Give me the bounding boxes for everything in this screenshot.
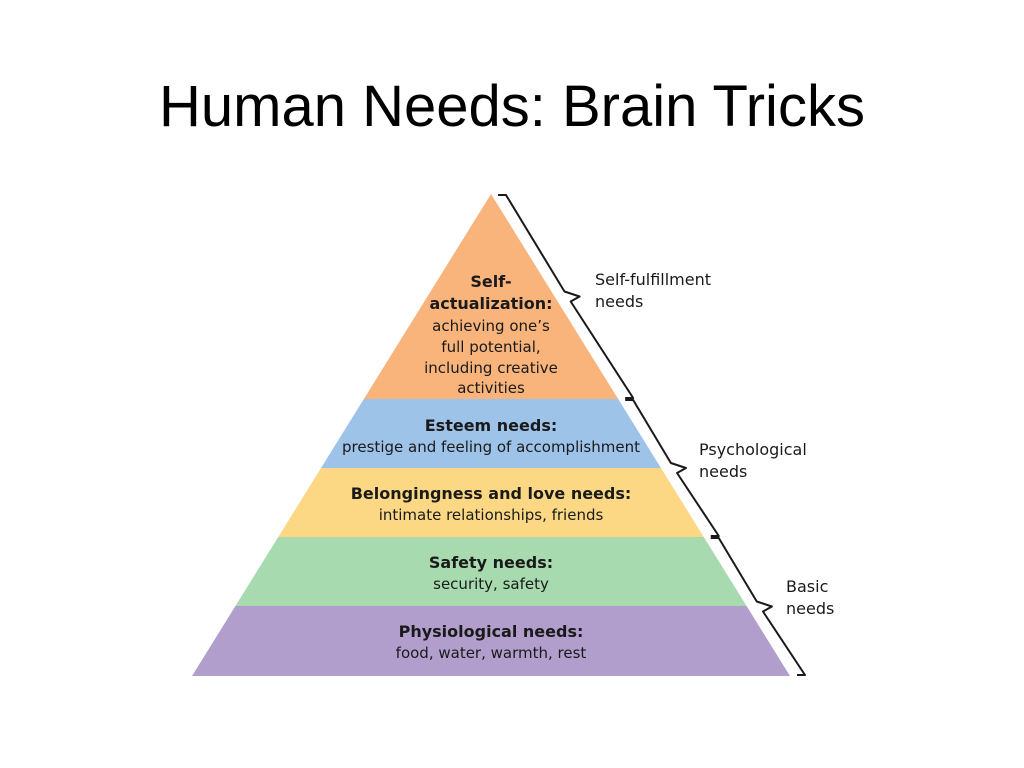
pyramid-level-physiological xyxy=(192,606,790,676)
safety-title: Safety needs: xyxy=(429,553,553,572)
belongingness-title: Belongingness and love needs: xyxy=(351,484,632,503)
safety-description: security, safety xyxy=(433,575,549,593)
self-fulfillment-label: Self-fulfillment xyxy=(595,270,711,289)
slide-title: Human Needs: Brain Tricks xyxy=(159,74,865,139)
pyramid-level-esteem xyxy=(321,399,661,468)
belongingness-description: intimate relationships, friends xyxy=(379,506,604,524)
self-actualization-title: actualization: xyxy=(429,294,552,313)
esteem-description: prestige and feeling of accomplishment xyxy=(342,438,640,456)
self-actualization-description: including creative xyxy=(424,359,558,377)
psychological-bracket xyxy=(625,399,720,537)
physiological-title: Physiological needs: xyxy=(399,622,584,641)
pyramid-level-self-actualization xyxy=(363,194,619,399)
physiological-description: food, water, warmth, rest xyxy=(396,644,587,662)
self-fulfillment-label: needs xyxy=(595,292,643,311)
basic-label: Basic xyxy=(786,577,828,596)
self-actualization-description: achieving one’s xyxy=(432,317,550,335)
pyramid-level-safety xyxy=(235,537,747,606)
self-fulfillment-bracket xyxy=(498,194,635,399)
self-actualization-description: activities xyxy=(457,379,525,397)
psychological-label: needs xyxy=(699,462,747,481)
basic-bracket xyxy=(710,537,806,676)
basic-label: needs xyxy=(786,599,834,618)
self-actualization-title: Self- xyxy=(470,272,511,291)
pyramid-level-belongingness xyxy=(278,468,704,537)
psychological-label: Psychological xyxy=(699,440,807,459)
esteem-title: Esteem needs: xyxy=(425,416,558,435)
self-actualization-description: full potential, xyxy=(441,338,540,356)
